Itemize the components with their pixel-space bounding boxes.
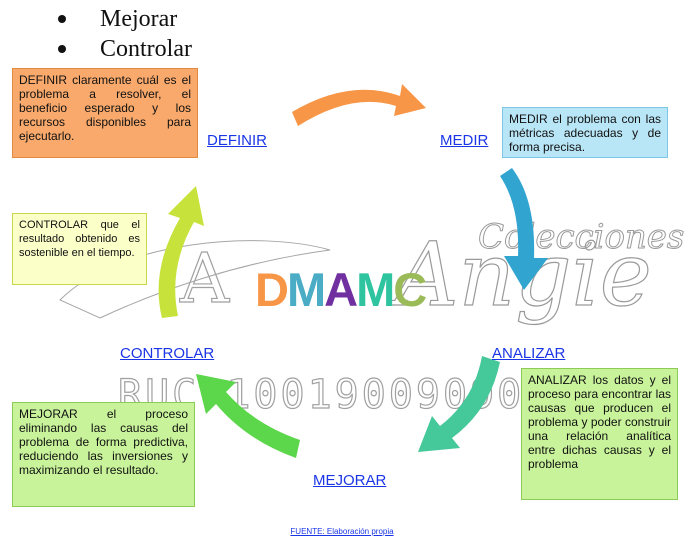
medir-to-analizar-arrow	[500, 168, 548, 290]
analizar-description: ANALIZAR los datos y el proceso para enc…	[528, 373, 671, 471]
analizar-to-mejorar-arrow	[418, 356, 500, 452]
analizar-description-box: ANALIZAR los datos y el proceso para enc…	[521, 368, 678, 500]
dmamc-letter: C	[393, 263, 427, 316]
bullet-text: Mejorar	[100, 5, 178, 32]
definir-description-box: DEFINIR claramente cuál es el problema a…	[12, 68, 198, 158]
bullet-list: Mejorar Controlar	[58, 4, 192, 64]
bullet-dot-icon	[58, 15, 66, 23]
mejorar-description-box: MEJORAR el proceso eliminando las causas…	[12, 402, 195, 507]
dmamc-letter: A	[324, 263, 358, 316]
medir-description-box: MEDIR el problema con las métricas adecu…	[502, 107, 668, 158]
medir-description: MEDIR el problema con las métricas adecu…	[509, 112, 661, 154]
mejorar-link[interactable]: MEJORAR	[313, 472, 387, 489]
controlar-link[interactable]: CONTROLAR	[120, 345, 215, 362]
controlar-description-box: CONTROLAR que el resultado obtenido es s…	[12, 213, 147, 285]
medir-link[interactable]: MEDIR	[440, 132, 489, 149]
watermark-initials: A	[179, 240, 230, 319]
mejorar-to-controlar-arrow	[196, 374, 300, 458]
bullet-dot-icon	[58, 45, 66, 53]
definir-to-medir-arrow	[292, 84, 426, 126]
controlar-description: CONTROLAR que el resultado obtenido es s…	[19, 219, 140, 259]
watermark-script: Colecciones	[478, 217, 684, 257]
definir-description: DEFINIR claramente cuál es el problema a…	[19, 73, 191, 143]
bullet-item: Controlar	[58, 34, 192, 64]
definir-link[interactable]: DEFINIR	[207, 132, 267, 149]
mejorar-description: MEJORAR el proceso eliminando las causas…	[19, 407, 188, 477]
analizar-link[interactable]: ANALIZAR	[492, 345, 566, 362]
dmamc-letter: M	[356, 263, 395, 316]
bullet-text: Controlar	[100, 35, 192, 62]
dmamc-letter: M	[286, 263, 326, 316]
bullet-item: Mejorar	[58, 4, 192, 34]
controlar-to-definir-arrow	[158, 186, 204, 318]
dmamc-letter: D	[255, 263, 289, 316]
source-link[interactable]: FUENTE: Elaboración propia	[290, 527, 394, 536]
dmamc-title: DMAMC	[255, 262, 427, 317]
